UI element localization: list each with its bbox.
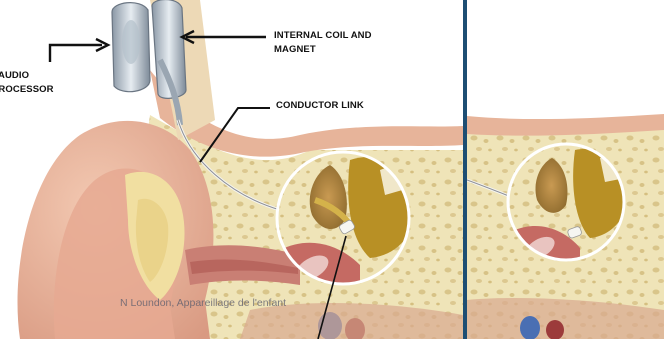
label-coil-line2: MAGNET <box>274 44 316 56</box>
panel-divider <box>463 0 467 339</box>
audio-processor-pointer <box>50 45 102 62</box>
audio-processor-device <box>112 3 150 92</box>
label-coil-line1: INTERNAL COIL AND <box>274 30 372 42</box>
image-credit: N Loundon, Appareillage de l'enfant <box>120 297 286 309</box>
left-panel <box>18 0 464 339</box>
label-audio-line2: PROCESSOR <box>0 84 54 96</box>
label-audio-line1: AUDIO <box>0 70 29 82</box>
label-conductor-link: CONDUCTOR LINK <box>276 100 364 112</box>
right-panel <box>467 0 664 339</box>
